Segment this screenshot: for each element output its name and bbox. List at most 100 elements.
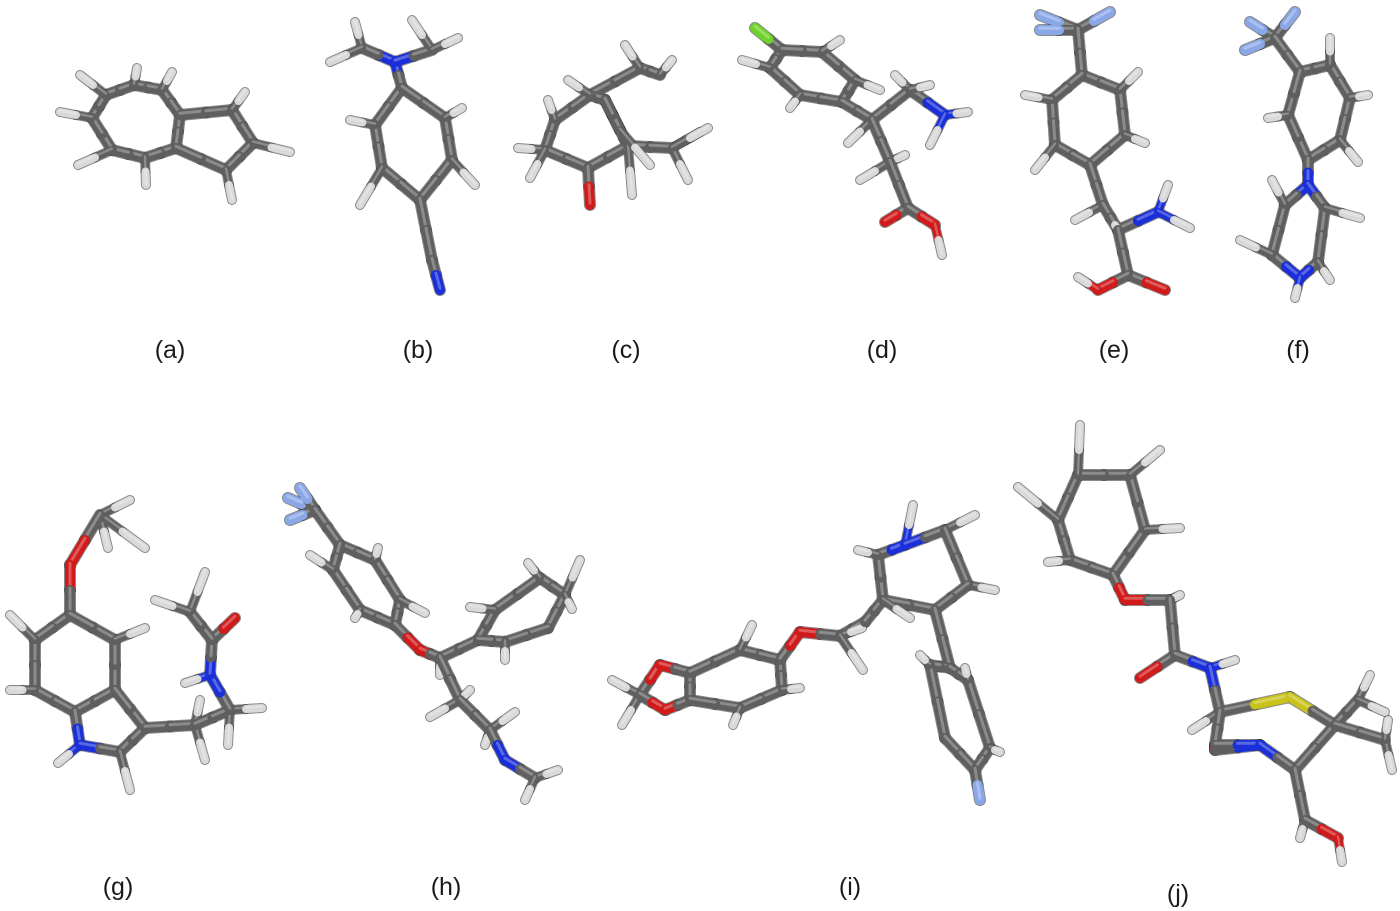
bond-h — [991, 746, 1004, 756]
bond-h — [481, 733, 492, 749]
bond-h — [1131, 135, 1149, 147]
bond-h — [618, 706, 635, 729]
bond-h — [181, 675, 202, 687]
panel-label-c: (c) — [611, 336, 641, 364]
bond-h — [1159, 181, 1172, 203]
bond-c — [1355, 727, 1390, 745]
panel-label-h: (h) — [430, 873, 462, 901]
bond-h — [163, 68, 176, 85]
bond-h — [893, 151, 909, 163]
panel-label-i: (i) — [838, 873, 862, 901]
molecule-j — [1013, 420, 1397, 867]
panel-label-a: (a) — [154, 336, 186, 364]
bond-c — [171, 143, 206, 164]
bond-h — [466, 603, 487, 613]
bond-o — [584, 181, 595, 210]
bond-s — [1250, 692, 1295, 710]
bond-c — [624, 142, 634, 175]
bond-h — [1291, 284, 1302, 302]
bond-c — [421, 225, 437, 265]
bond-h — [956, 511, 979, 527]
bond-h — [729, 712, 741, 729]
bond-h — [662, 56, 676, 72]
bond-h — [6, 611, 27, 632]
bond-h — [1141, 446, 1164, 467]
bond-f — [1280, 7, 1300, 30]
bond-h — [1382, 716, 1392, 734]
panel-label-b: (b) — [402, 336, 434, 364]
bond-o — [880, 210, 902, 227]
bond-h — [1320, 267, 1334, 284]
bond-h — [742, 621, 756, 642]
bond-h — [196, 738, 209, 764]
bond-h — [459, 168, 479, 189]
bond-c — [963, 675, 984, 719]
bond-h — [863, 81, 884, 94]
bond-h — [847, 649, 867, 674]
bond-h — [1170, 216, 1194, 232]
bond-f — [285, 510, 308, 525]
bond-h — [564, 76, 583, 92]
bond-h — [854, 546, 872, 557]
panel-label-g: (g) — [102, 873, 134, 901]
bond-h — [193, 696, 204, 717]
bond-h — [151, 596, 177, 610]
bond-h — [1031, 153, 1049, 174]
molecule-i — [607, 500, 1005, 806]
bond-h — [891, 71, 907, 87]
bond-h — [193, 568, 209, 596]
bond-h — [1171, 591, 1184, 602]
bond-o — [218, 613, 240, 634]
bond-h — [498, 708, 519, 725]
bond-h — [141, 167, 150, 189]
bond-h — [1355, 91, 1372, 101]
bond-c — [110, 685, 135, 714]
bond-h — [346, 116, 367, 127]
bond-h — [1218, 656, 1239, 668]
bond-c — [777, 45, 807, 56]
bond-h — [121, 767, 134, 794]
bond-h — [225, 181, 236, 204]
bond-h — [326, 51, 350, 66]
bond-h — [461, 686, 474, 699]
bond-h — [892, 605, 914, 622]
bond-h — [1345, 147, 1362, 166]
bond-h — [952, 108, 972, 118]
bond-h — [100, 527, 112, 552]
bond-h — [905, 501, 917, 529]
bond-h — [524, 559, 538, 575]
bond-h — [242, 704, 266, 713]
bond-h — [74, 153, 99, 169]
bond-h — [356, 182, 375, 209]
bond-h — [1268, 176, 1283, 197]
molecule-b — [325, 15, 480, 296]
molecule-h — [282, 482, 585, 805]
bond-h — [626, 166, 636, 199]
panel-label-d: (d) — [866, 336, 898, 364]
molecule-e — [1020, 6, 1195, 296]
bond-h — [118, 527, 149, 552]
bond-f — [1035, 10, 1064, 28]
bond-h — [1360, 671, 1374, 692]
bond-h — [131, 64, 141, 81]
bond-c — [415, 195, 431, 235]
bond-h — [621, 41, 637, 61]
molecule-f — [1235, 6, 1373, 303]
bond-h — [1336, 846, 1346, 866]
bond-h — [56, 108, 80, 119]
bond-h — [1075, 421, 1084, 454]
bond-h — [441, 34, 462, 48]
bond-h — [827, 36, 844, 50]
bond-h — [608, 676, 630, 692]
bond-c — [473, 635, 497, 646]
bond-h — [1074, 273, 1092, 288]
bond-h — [961, 664, 971, 678]
bond-h — [76, 71, 97, 89]
bond-h — [542, 766, 562, 778]
bond-h — [856, 167, 879, 184]
bond-h — [934, 236, 946, 259]
bond-h — [631, 143, 654, 169]
bond-h — [1021, 91, 1043, 102]
molecule-d — [737, 22, 973, 260]
